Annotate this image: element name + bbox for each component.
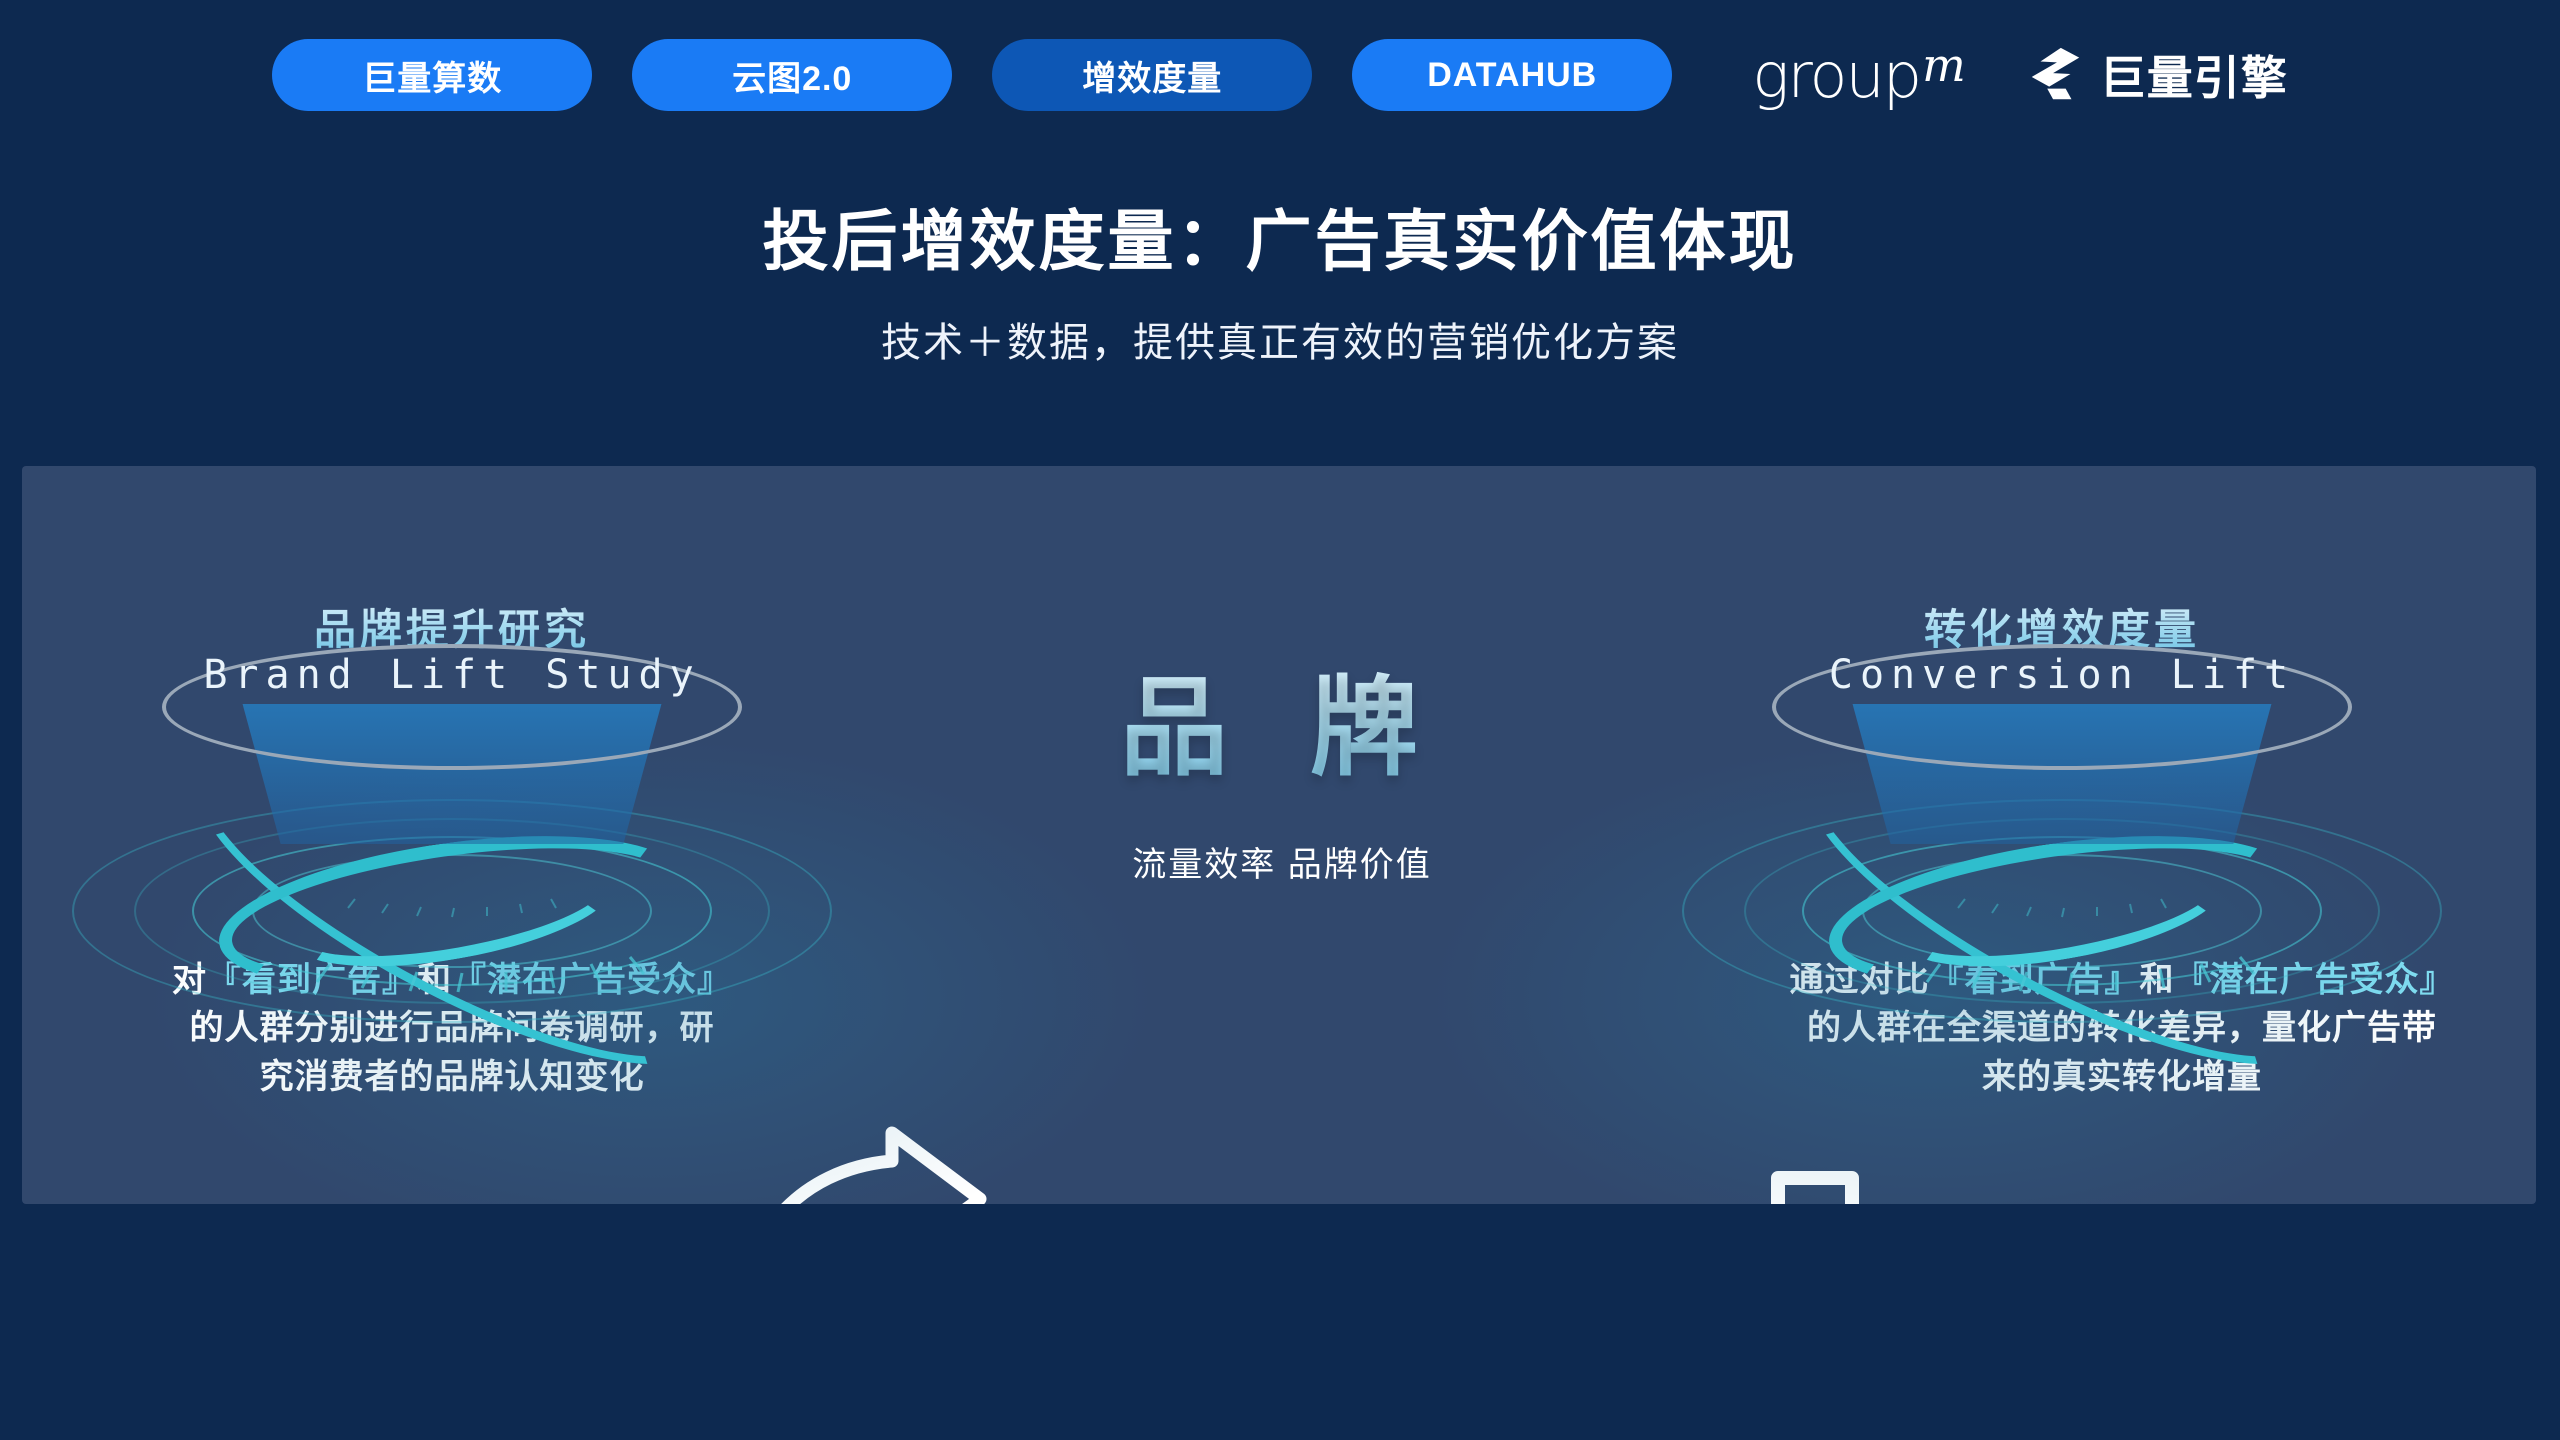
caption-line-3: 来的真实转化增量 — [1982, 1057, 2262, 1096]
conversion-lift-heading-en: Conversion Lift — [1828, 652, 2296, 698]
podium-ellipse-inner — [1862, 854, 2262, 968]
pill-zengxiao-duliang[interactable]: 增效度量 — [992, 39, 1313, 111]
groupm-logo-text: group — [1752, 38, 1922, 112]
center-brand-block: 品 牌 流量效率 品牌价值 — [1052, 641, 1512, 886]
page-title: 投后增效度量：广告真实价值体现 — [762, 204, 1798, 278]
pill-nav: 巨量算数 云图2.0 增效度量 DATAHUB — [272, 39, 1673, 111]
curved-arrow-left-icon — [1771, 1171, 1859, 1204]
pill-datahub[interactable]: DATAHUB — [1352, 39, 1673, 111]
podium-ring — [162, 644, 742, 770]
pill-juliang-suanshu[interactable]: 巨量算数 — [272, 39, 593, 111]
ocean-engine-logo: 巨量引擎 — [2024, 42, 2288, 108]
caption-line-3: 究消费者的品牌认知变化 — [259, 1057, 645, 1096]
main-panel: 品牌提升研究 Brand Lift Study — [22, 466, 2536, 1204]
podium-ellipse-inner — [252, 854, 652, 968]
podium-conversion-lift: 转化增效度量 Conversion Lift — [1672, 596, 2452, 1119]
podium-tick-marks-icon — [315, 898, 646, 993]
groupm-logo-m: m — [1922, 37, 1966, 92]
ocean-engine-mark-icon — [2031, 47, 2079, 100]
curved-arrow-right-icon — [781, 1126, 987, 1204]
page-subtitle: 技术＋数据，提供真正有效的营销优化方案 — [881, 321, 1679, 365]
brand-label: 品 牌 — [1052, 641, 1512, 797]
brand-tagline: 流量效率 品牌价值 — [1132, 846, 1432, 884]
podium-brand-lift: 品牌提升研究 Brand Lift Study — [62, 596, 842, 1119]
pill-yuntu[interactable]: 云图2.0 — [632, 39, 953, 111]
podium-tick-marks-icon — [1925, 898, 2256, 993]
brand-lift-heading-en: Brand Lift Study — [203, 652, 701, 698]
ocean-engine-logo-text: 巨量引擎 — [2099, 52, 2288, 104]
podium-ring — [1772, 644, 2352, 770]
